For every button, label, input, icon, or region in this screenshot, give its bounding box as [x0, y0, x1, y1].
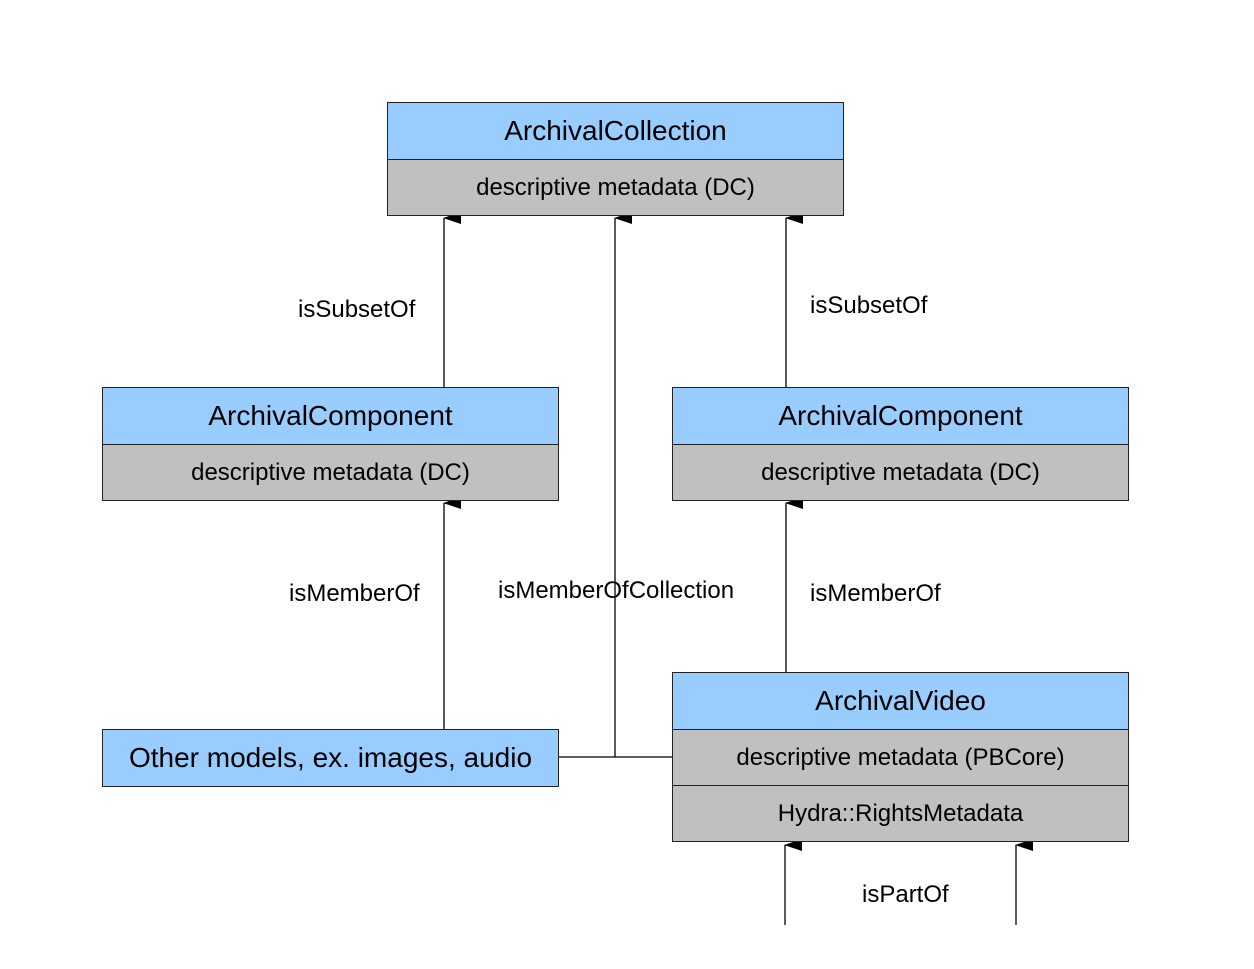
- other-models-node: Other models, ex. images, audio: [102, 729, 559, 787]
- archival-component-left-title: ArchivalComponent: [103, 388, 558, 444]
- edge-label-member-right: isMemberOf: [810, 580, 941, 607]
- archival-collection-metadata: descriptive metadata (DC): [388, 159, 843, 215]
- edge-label-member-collection: isMemberOfCollection: [498, 577, 735, 604]
- archival-video-rights-metadata: Hydra::RightsMetadata: [673, 785, 1128, 841]
- archival-collection-title: ArchivalCollection: [388, 103, 843, 159]
- archival-component-right-node: ArchivalComponent descriptive metadata (…: [672, 387, 1129, 501]
- other-models-title: Other models, ex. images, audio: [103, 730, 558, 786]
- archival-component-right-metadata: descriptive metadata (DC): [673, 444, 1128, 500]
- edge-label-subset-right: isSubsetOf: [810, 292, 928, 319]
- edge-label-member-left: isMemberOf: [289, 580, 420, 607]
- archival-component-left-metadata: descriptive metadata (DC): [103, 444, 558, 500]
- archival-video-title: ArchivalVideo: [673, 673, 1128, 729]
- edge-label-part-of: isPartOf: [862, 881, 949, 908]
- archival-component-left-node: ArchivalComponent descriptive metadata (…: [102, 387, 559, 501]
- archival-video-pbcore-metadata: descriptive metadata (PBCore): [673, 729, 1128, 785]
- archival-component-right-title: ArchivalComponent: [673, 388, 1128, 444]
- edge-label-subset-left: isSubsetOf: [298, 296, 416, 323]
- archival-video-node: ArchivalVideo descriptive metadata (PBCo…: [672, 672, 1129, 842]
- archival-collection-node: ArchivalCollection descriptive metadata …: [387, 102, 844, 216]
